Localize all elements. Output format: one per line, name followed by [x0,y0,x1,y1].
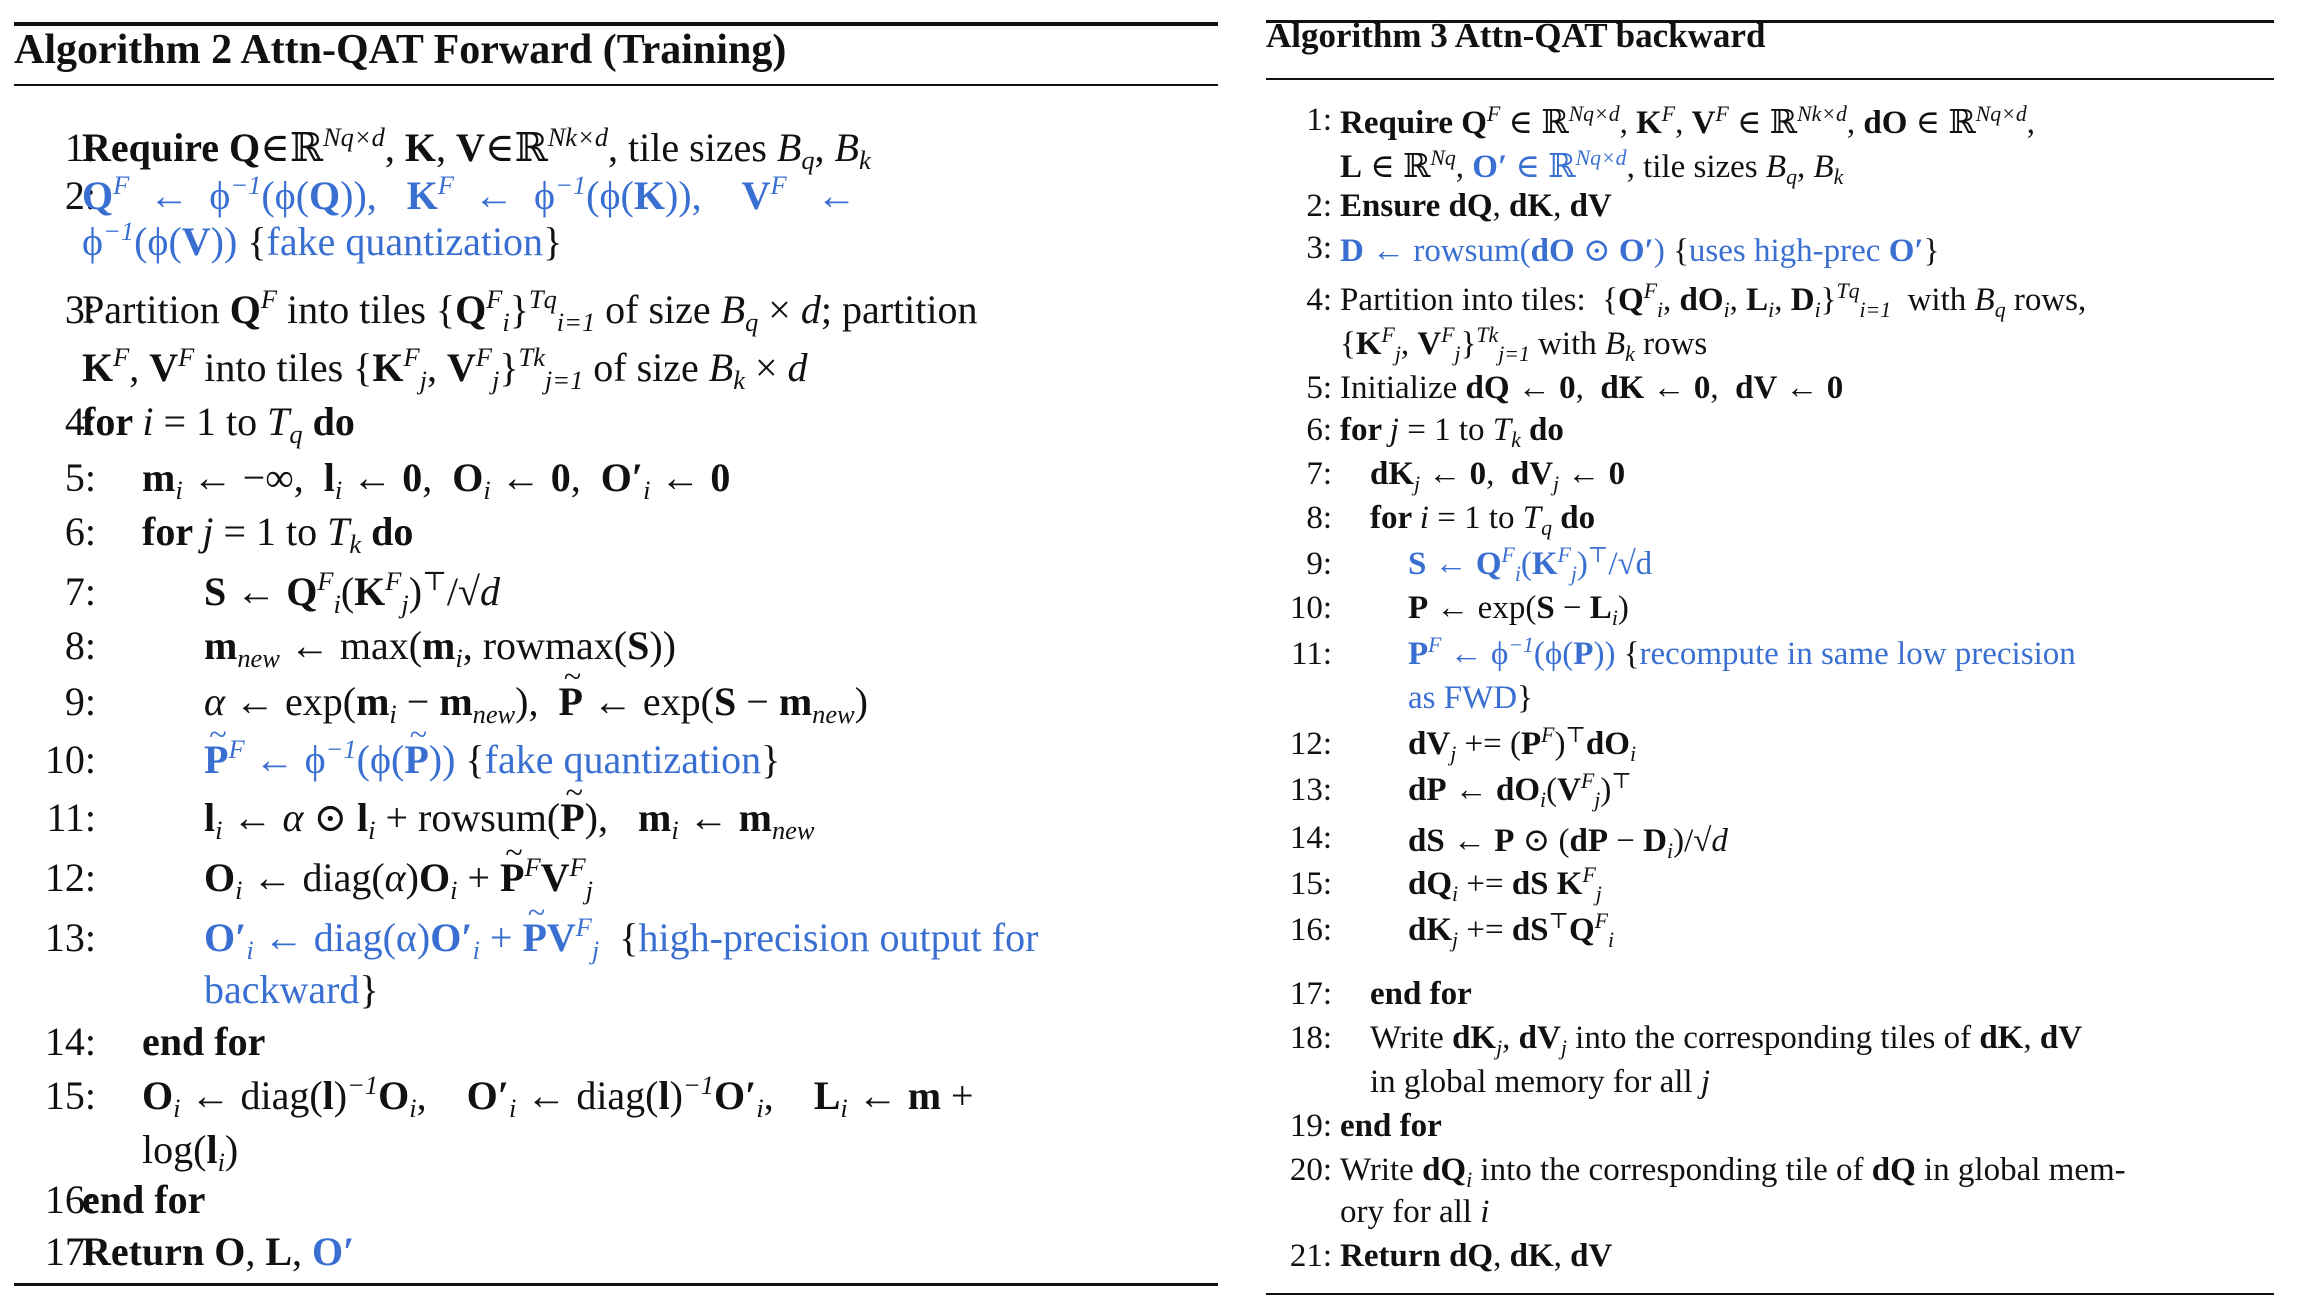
line-content: dQi += dS KFj [1408,863,1602,906]
line-number: 18: [1289,1020,1332,1056]
algorithm-2-forward: Algorithm 2 Attn-QAT Forward (Training) … [14,0,1218,1310]
top-rule [1266,20,2274,23]
line-content: end for [1340,1108,1442,1144]
line-content: end for [1370,976,1472,1012]
line-number: 13: [1289,772,1332,808]
line-content: ory for all i [1340,1194,1490,1230]
line-number: 15: [44,1073,96,1118]
line-number: 2: [64,173,96,218]
line-content: P ← exp(S − Li) [1408,590,1629,630]
top-rule [14,22,1218,26]
line-number: 1: [64,125,96,170]
line-content: dKj ← 0, dVj ← 0 [1370,456,1626,496]
line-number: 5: [64,455,96,500]
line-number: 11: [46,795,96,840]
line-number: 8: [64,623,96,668]
line-content: for j = 1 to Tk do [1340,412,1564,452]
title-rule [1266,78,2274,80]
line-number: 6: [1306,412,1332,448]
line-content: backward} [204,967,379,1012]
line-content: log(li) [142,1127,239,1177]
line-number: 9: [1306,546,1332,582]
line-content: as FWD} [1408,680,1533,716]
line-content: Partition QF into tiles {QFi}Tqi=1 of si… [82,284,978,337]
line-number: 12: [1289,726,1332,762]
line-content: Oi ← diag(α)Oi + PFVFj [204,834,593,903]
line-content: for i = 1 to Tq do [82,399,355,449]
line-content: Return dQ, dK, dV [1340,1238,1613,1274]
line-content: {KFj, VFj}Tkj=1 with Bk rows [1340,323,1708,366]
line-number: 17: [44,1229,96,1274]
line-content: end for [142,1019,266,1064]
line-content: end for [82,1177,206,1222]
line-number: 3: [64,287,96,332]
line-content: D ← rowsum(dO ⊙ O′) {uses high-prec O′} [1340,233,1940,269]
line-content: dVj += (PF)⊤dOi [1408,723,1637,766]
line-number: 5: [1306,370,1332,406]
line-number: 1: [1306,102,1332,138]
line-content: Require Q∈ℝNq×d, K, V∈ℝNk×d, tile sizes … [82,122,871,175]
line-content: in global memory for all j [1370,1064,1711,1100]
line-content: KF, VF into tiles {KFj, VFj}Tkj=1 of siz… [82,342,808,395]
line-number: 4: [64,399,96,444]
line-number: 12: [44,855,96,900]
line-content: mi ← −∞, li ← 0, Oi ← 0, O′i ← 0 [142,455,731,505]
bottom-rule [1266,1293,2274,1295]
line-content: Partition into tiles: {QFi, dOi, Li, Di}… [1340,279,2087,322]
line-content: Require QF ∈ ℝNq×d, KF, VF ∈ ℝNk×d, dO ∈… [1340,102,2035,141]
algorithm-title: Algorithm 3 Attn-QAT backward [1266,16,1766,55]
line-number: 9: [64,679,96,724]
line-content: PF ← ϕ−1(ϕ(P)) {fake quantization} [204,716,780,783]
line-content: Write dKj, dVj into the corresponding ti… [1370,1020,2083,1060]
line-content: Initialize dQ ← 0, dK ← 0, dV ← 0 [1340,370,1844,406]
title-rule [14,84,1218,86]
line-content: QF ← ϕ−1(ϕ(Q)), KF ← ϕ−1(ϕ(K)), VF ← [82,170,857,218]
bottom-rule [14,1283,1218,1286]
line-number: 14: [44,1019,96,1064]
line-number: 10: [1289,590,1332,626]
line-content: mnew ← max(mi, rowmax(S)) [204,623,676,673]
line-number: 15: [1289,866,1332,902]
line-content: S ← QFi(KFj)⊤/√d [1408,543,1653,586]
line-number: 13: [44,915,96,960]
line-content: for i = 1 to Tq do [1370,500,1596,540]
line-content: α ← exp(mi − mnew), P ← exp(S − mnew) [204,658,868,727]
line-number: 7: [64,569,96,614]
algorithm-3-backward: Algorithm 3 Attn-QAT backward 1:Require … [1266,0,2274,1310]
line-content: li ← α ⊙ li + rowsum(P), mi ← mnew [204,774,815,843]
line-content: dP ← dOi(VFj)⊤ [1408,769,1632,812]
line-content: S ← QFi(KFj)⊤/√d [204,566,500,619]
line-number: 7: [1306,456,1332,492]
line-content: ϕ−1(ϕ(V)) {fake quantization} [82,216,563,264]
line-number: 10: [44,737,96,782]
line-number: 2: [1306,188,1332,224]
line-content: L ∈ ℝNq, O′ ∈ ℝNq×d, tile sizes Bq, Bk [1340,146,1844,189]
line-content: Ensure dQ, dK, dV [1340,188,1612,224]
line-content: Return O, L, O′ [82,1229,355,1274]
line-content: for j = 1 to Tk do [142,509,414,559]
line-number: 20: [1289,1152,1332,1188]
line-number: 8: [1306,500,1332,536]
line-number: 19: [1289,1108,1332,1144]
line-number: 14: [1289,820,1332,856]
line-content: dKj += dS⊤QFi [1408,909,1615,952]
line-content: O′i ← diag(α)O′i + PVFj {high-precision … [204,894,1038,963]
line-number: 21: [1289,1238,1332,1274]
algorithm-title: Algorithm 2 Attn-QAT Forward (Training) [14,27,787,73]
line-number: 16: [1289,912,1332,948]
line-number: 11: [1291,636,1332,672]
line-number: 4: [1306,282,1332,318]
line-number: 6: [64,509,96,554]
line-content: Write dQi into the corresponding tile of… [1340,1152,2126,1192]
line-number: 16: [44,1177,96,1222]
line-number: 3: [1306,230,1332,266]
line-number: 17: [1289,976,1332,1012]
line-content: Oi ← diag(l)−1Oi, O′i ← diag(l)−1O′i, Li… [142,1070,974,1123]
line-content: dS ← P ⊙ (dP − Di)/√d [1408,823,1728,863]
line-content: PF ← ϕ−1(ϕ(P)) {recompute in same low pr… [1408,633,2076,672]
